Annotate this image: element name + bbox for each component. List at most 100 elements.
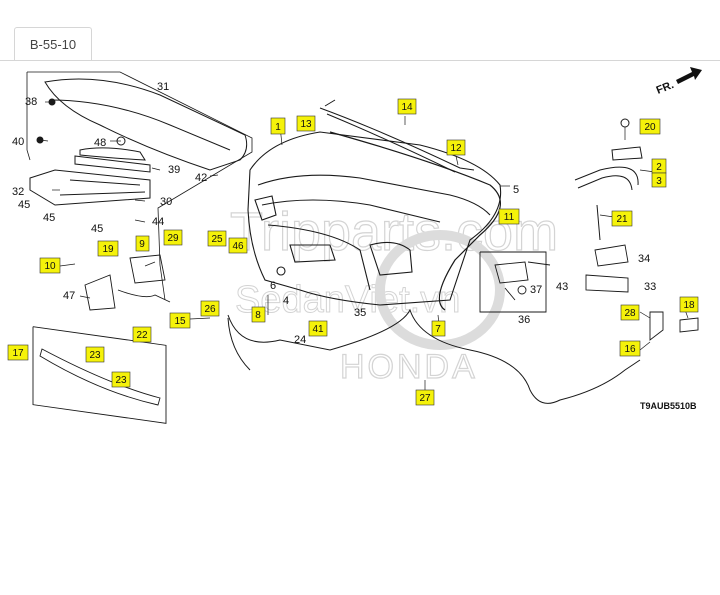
callout-8: 8 bbox=[251, 306, 266, 323]
svg-text:26: 26 bbox=[204, 304, 216, 315]
svg-text:9: 9 bbox=[139, 239, 145, 250]
hinge-group bbox=[574, 118, 643, 241]
watermark: Tripparts.com SedanViet.vn HONDA bbox=[229, 201, 558, 386]
svg-text:2: 2 bbox=[656, 162, 662, 173]
svg-text:25: 25 bbox=[211, 234, 223, 245]
svg-text:7: 7 bbox=[435, 324, 441, 335]
part-label: 37 bbox=[530, 284, 542, 296]
part-label: 33 bbox=[644, 281, 656, 293]
callout-28: 28 bbox=[620, 304, 640, 321]
callout-23: 23 bbox=[111, 371, 131, 388]
part-label: 38 bbox=[25, 96, 37, 108]
callout-29: 29 bbox=[163, 229, 183, 246]
svg-text:23: 23 bbox=[115, 375, 127, 386]
part-label: 4 bbox=[283, 295, 289, 307]
svg-text:10: 10 bbox=[44, 261, 56, 272]
part-label: 44 bbox=[152, 216, 164, 228]
callout-22: 22 bbox=[132, 326, 152, 343]
callout-labels: 1 2 3 7 8 9 10 11 12 13 14 15 16 17 18 1… bbox=[7, 98, 699, 406]
callout-2: 2 bbox=[651, 158, 667, 174]
callout-3: 3 bbox=[651, 172, 667, 188]
callout-21: 21 bbox=[611, 210, 633, 227]
svg-text:41: 41 bbox=[312, 324, 324, 335]
callout-20: 20 bbox=[639, 118, 661, 135]
callout-16: 16 bbox=[619, 340, 641, 357]
svg-text:15: 15 bbox=[174, 316, 186, 327]
svg-text:3: 3 bbox=[656, 176, 662, 187]
svg-text:21: 21 bbox=[616, 214, 628, 225]
callout-10: 10 bbox=[39, 257, 61, 274]
part-label: 6 bbox=[270, 280, 276, 292]
watermark-sub: SedanViet.vn bbox=[235, 279, 460, 321]
svg-text:17: 17 bbox=[12, 348, 24, 359]
callout-13: 13 bbox=[296, 115, 316, 132]
part-label: 47 bbox=[63, 290, 75, 302]
trunk-lid bbox=[247, 131, 502, 306]
callout-14: 14 bbox=[397, 98, 417, 115]
diagram-tab[interactable]: B-55-10 bbox=[14, 27, 92, 61]
part-label: 45 bbox=[91, 223, 103, 235]
svg-text:18: 18 bbox=[683, 300, 695, 311]
callout-12: 12 bbox=[446, 139, 466, 156]
callout-18: 18 bbox=[679, 296, 699, 313]
callout-19: 19 bbox=[97, 240, 119, 257]
arrow-icon bbox=[676, 67, 702, 84]
latch-group bbox=[479, 251, 551, 313]
callout-25: 25 bbox=[207, 230, 227, 247]
part-label: 24 bbox=[294, 334, 306, 346]
weatherstrip bbox=[329, 131, 501, 311]
callout-7: 7 bbox=[431, 320, 446, 337]
svg-text:22: 22 bbox=[136, 330, 148, 341]
spoiler-group bbox=[26, 71, 253, 301]
front-direction-indicator: FR. bbox=[655, 67, 702, 97]
part-label: 5 bbox=[513, 184, 519, 196]
part-label: 30 bbox=[160, 196, 172, 208]
part-number-labels: 4 5 6 24 30 31 32 33 34 35 36 37 38 39 4… bbox=[12, 81, 656, 346]
trunk-lock-group bbox=[84, 254, 171, 311]
part-label: 34 bbox=[638, 253, 650, 265]
callout-41: 41 bbox=[308, 320, 328, 337]
part-label: 40 bbox=[12, 136, 24, 148]
part-label: 35 bbox=[354, 307, 366, 319]
callout-9: 9 bbox=[135, 235, 150, 252]
svg-text:16: 16 bbox=[624, 344, 636, 355]
watermark-logo-icon bbox=[375, 230, 505, 350]
svg-text:13: 13 bbox=[300, 119, 312, 130]
seal-strips bbox=[319, 99, 475, 173]
callout-26: 26 bbox=[200, 300, 220, 317]
svg-text:23: 23 bbox=[89, 350, 101, 361]
svg-text:11: 11 bbox=[504, 212, 515, 223]
part-label: 43 bbox=[556, 281, 568, 293]
tab-divider bbox=[0, 60, 720, 61]
callout-17: 17 bbox=[7, 344, 29, 361]
svg-text:27: 27 bbox=[419, 393, 431, 404]
garnish-group bbox=[32, 326, 167, 424]
release-cable bbox=[227, 308, 641, 404]
svg-text:28: 28 bbox=[624, 308, 636, 319]
diagram-tab-label: B-55-10 bbox=[29, 37, 77, 52]
callout-11: 11 bbox=[498, 208, 520, 225]
license-light-group bbox=[585, 244, 699, 341]
part-label: 31 bbox=[157, 81, 169, 93]
svg-text:12: 12 bbox=[450, 143, 462, 154]
svg-text:8: 8 bbox=[255, 310, 261, 321]
svg-text:14: 14 bbox=[401, 102, 413, 113]
svg-text:19: 19 bbox=[102, 244, 114, 255]
callout-46: 46 bbox=[228, 237, 248, 254]
diagram-code: T9AUB5510B bbox=[640, 401, 697, 411]
callout-23: 23 bbox=[85, 346, 105, 363]
svg-text:29: 29 bbox=[167, 233, 179, 244]
part-label: 45 bbox=[18, 199, 30, 211]
svg-text:46: 46 bbox=[232, 241, 244, 252]
callout-15: 15 bbox=[169, 312, 191, 329]
part-label: 42 bbox=[195, 172, 207, 184]
callout-1: 1 bbox=[270, 117, 286, 135]
part-label: 45 bbox=[43, 212, 55, 224]
watermark-brand: HONDA bbox=[340, 348, 478, 386]
svg-text:1: 1 bbox=[275, 122, 281, 133]
svg-text:20: 20 bbox=[644, 122, 656, 133]
part-label: 32 bbox=[12, 186, 24, 198]
part-label: 36 bbox=[518, 314, 530, 326]
part-label: 48 bbox=[94, 137, 106, 149]
